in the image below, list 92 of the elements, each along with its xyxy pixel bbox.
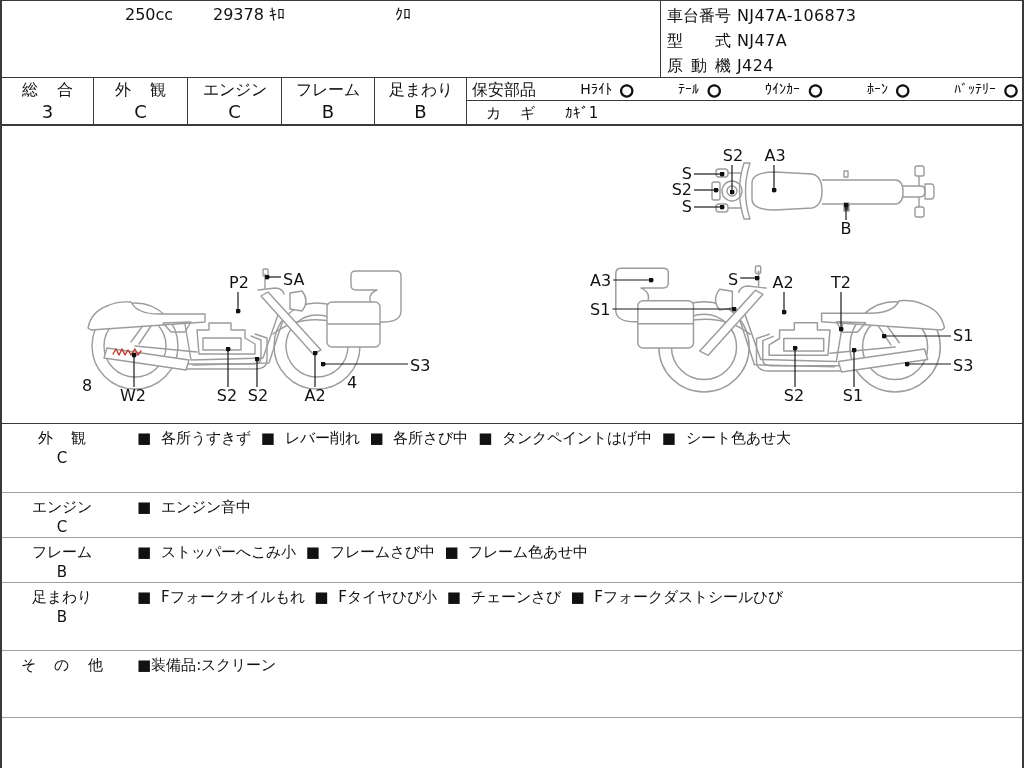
leader-line [254,356,260,388]
leader-line [781,291,787,315]
callout-label: S1 [953,328,974,344]
leader-line [225,346,231,388]
field-value: J424 [737,56,775,75]
grade-value: B [56,563,68,581]
remarks-text: ■ エンジン音中 [136,498,251,516]
grade-value: C [56,449,68,467]
grade-value: C [56,518,68,536]
column-heading: 保安部品 [472,79,536,99]
leader-line [235,291,241,314]
check-item-label: ﾎｰﾝ [866,80,888,98]
remarks-text: ■ 各所うすきず ■ レバー削れ ■ 各所さび中 ■ タンクペイントはげ中 ■ シート色あせ大 [136,429,791,447]
remarks-text: ■ Fフォークオイルもれ ■ Fタイヤひび小 ■ チェーンさび ■ Fフォークダストシールひび [136,588,783,606]
leader-line [739,275,760,281]
check-item-label: ﾊﾞｯﾃﾘｰ [953,80,996,98]
leader-line [693,171,725,177]
callout-label: S [728,272,739,288]
callout-label: S1 [590,302,611,318]
column-heading: エンジン [202,80,267,99]
callout-label: S2 [671,182,692,198]
callout-label: P2 [229,275,249,291]
leader-line [312,350,318,388]
callout-label: S2 [783,388,805,404]
leader-line [320,361,409,367]
field-label: 車台番号 [667,6,731,25]
info-text: 29378 ｷﾛ [213,6,285,24]
leader-line [881,333,952,339]
remarks-text: ■ ストッパーへこみ小 ■ フレームさび中 ■ フレーム色あせ中 [136,543,589,561]
remarks-text: ■装備品:スクリーン [136,656,277,674]
leader-line [792,345,798,388]
check-mark: ○ [619,80,634,98]
callout-number: 8 [82,378,93,394]
leader-line [612,277,654,283]
grade-value: B [321,102,335,122]
leader-line [729,164,735,195]
row-heading: エンジン [32,498,92,516]
field-label: 型 式 [667,31,731,50]
callout-label: W2 [120,388,146,404]
check-mark: ○ [1003,80,1018,98]
field-value: ｶｷﾞ1 [564,103,599,122]
column-heading: 足まわり [388,80,453,99]
leader-line [264,274,282,280]
grade-value: 3 [41,102,54,122]
leader-line [843,202,849,221]
info-text: ｸﾛ [395,6,411,24]
leader-line [693,204,725,210]
leader-line [904,361,952,367]
row-heading: 足まわり [32,588,92,606]
field-value: NJ47A [737,31,788,50]
callout-label: S3 [953,358,974,374]
leader-line [771,164,777,193]
check-item-label: ｳｲﾝｶｰ [765,80,801,98]
leader-line [611,306,737,312]
grade-value: B [56,608,68,626]
leader-line [838,291,844,332]
grade-value: C [228,102,241,122]
info-text: 250cc [125,6,174,24]
callout-label: S3 [410,358,431,374]
callout-label: A3 [764,148,786,164]
callout-label: T2 [831,275,851,291]
callout-label: A2 [772,275,794,291]
leader-line [693,187,719,193]
column-heading: フレーム [296,80,360,99]
field-label: 原 動 機 [667,56,731,75]
row-heading: フレーム [32,543,92,561]
check-item-label: ﾃｰﾙ [678,80,700,98]
check-mark: ○ [808,80,823,98]
check-item-label: Hﾗｲﾄ [580,80,612,98]
check-mark: ○ [895,80,910,98]
callout-label: S [681,166,692,182]
callout-label: A2 [304,388,326,404]
callout-label: S2 [216,388,238,404]
check-mark: ○ [707,80,722,98]
callout-label: S2 [722,148,744,164]
callout-number: 4 [347,375,358,391]
callout-label: S [681,199,692,215]
field-value: NJ47A-106873 [737,6,857,25]
callout-label: S2 [247,388,269,404]
row-heading: 外 観 [37,429,87,447]
callout-label: A3 [590,273,612,289]
leader-line [131,352,137,388]
grade-value: C [134,102,147,122]
motorcycle-top-view [711,162,935,220]
column-heading: 総 合 [21,80,74,99]
callout-label: S1 [842,388,864,404]
grade-value: B [414,102,427,122]
field-label: カ ギ [486,103,535,122]
callout-label: SA [283,272,305,288]
callout-label: B [840,221,852,237]
column-heading: 外 観 [114,80,167,99]
row-heading: そ の 他 [20,656,104,674]
